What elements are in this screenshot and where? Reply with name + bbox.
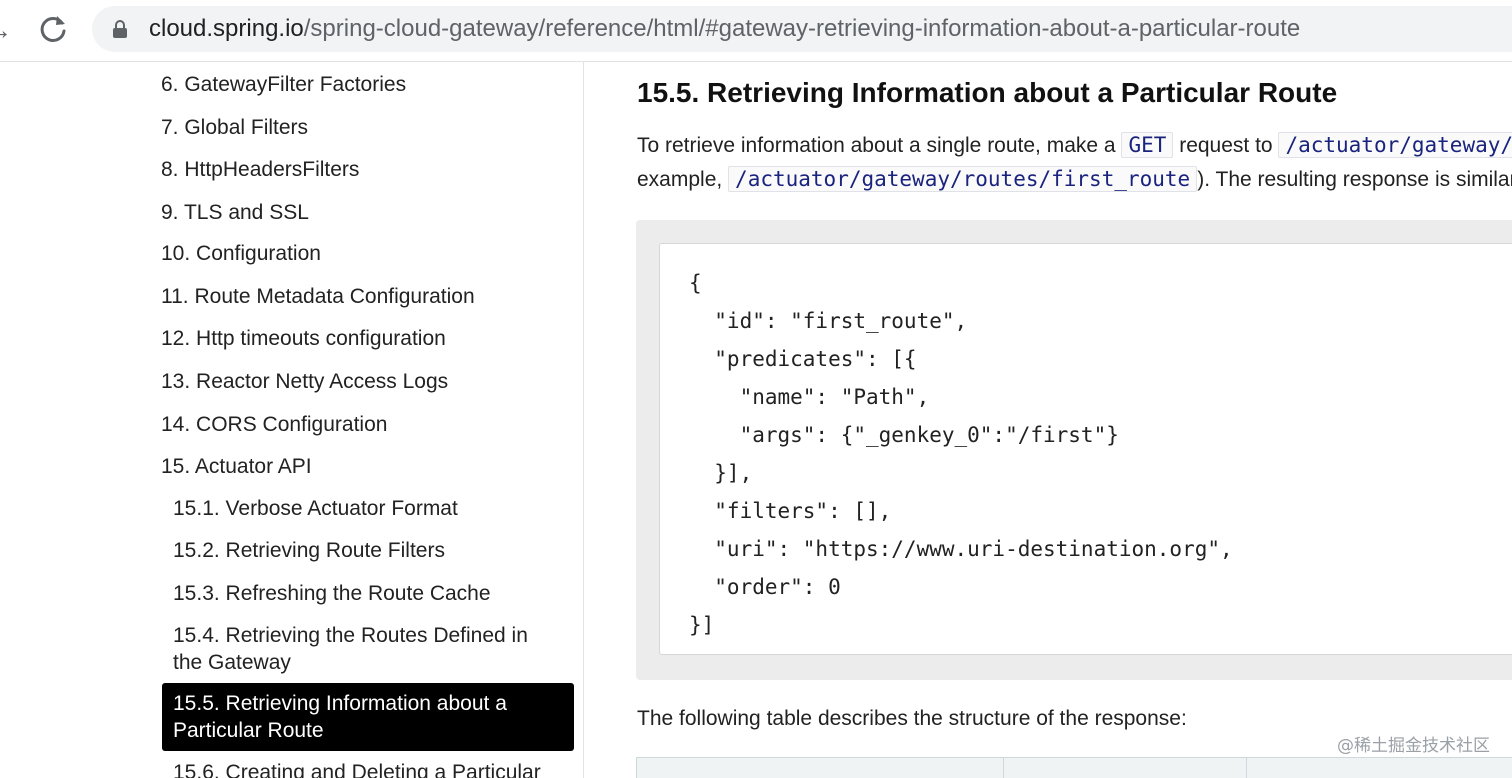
url-path: /spring-cloud-gateway/reference/html/#ga… xyxy=(303,15,1301,42)
table-column-divider xyxy=(1003,758,1004,778)
code-route-path: /actuator/gateway/routes/{id} xyxy=(1278,132,1512,158)
back-arrow-icon[interactable]: → xyxy=(0,14,12,46)
url-text[interactable]: cloud.spring.io/spring-cloud-gateway/ref… xyxy=(149,15,1300,43)
toc-subitem-particular-route-active[interactable]: 15.5. Retrieving Information about a Par… xyxy=(162,683,574,751)
paragraph-intro: To retrieve information about a single r… xyxy=(637,131,1512,160)
toc-item-route-metadata[interactable]: 11. Route Metadata Configuration xyxy=(161,285,475,308)
example-text: example, xyxy=(637,168,729,191)
code-get: GET xyxy=(1121,132,1174,158)
toc-item-cors-configuration[interactable]: 14. CORS Configuration xyxy=(161,413,388,436)
toc-item-tls-ssl[interactable]: 9. TLS and SSL xyxy=(161,201,309,224)
watermark: @稀土掘金技术社区 xyxy=(1337,736,1490,756)
url-host: cloud.spring.io xyxy=(149,15,304,42)
toc-subitem-create-delete[interactable]: 15.6. Creating and Deleting a Particular xyxy=(173,761,541,778)
reload-icon[interactable] xyxy=(36,12,70,46)
code-listing-block: { "id": "first_route", "predicates": [{ … xyxy=(636,220,1512,680)
section-heading: 15.5. Retrieving Information about a Par… xyxy=(637,77,1338,108)
code-listing[interactable]: { "id": "first_route", "predicates": [{ … xyxy=(689,271,1233,637)
code-listing-inner: { "id": "first_route", "predicates": [{ … xyxy=(659,243,1512,655)
toc-item-reactor-netty-logs[interactable]: 13. Reactor Netty Access Logs xyxy=(161,370,449,393)
example-text-2: ). The resulting response is similar to … xyxy=(1197,168,1512,191)
table-column-divider xyxy=(1246,758,1247,778)
toc-item-http-timeouts[interactable]: 12. Http timeouts configuration xyxy=(161,327,446,350)
main-content: 15.5. Retrieving Information about a Par… xyxy=(584,62,1512,778)
toc-item-configuration[interactable]: 10. Configuration xyxy=(161,242,321,265)
response-table-header xyxy=(636,757,1512,778)
toc-subitem-verbose-format[interactable]: 15.1. Verbose Actuator Format xyxy=(173,497,458,520)
toc-item-global-filters[interactable]: 7. Global Filters xyxy=(161,116,309,139)
browser-toolbar: → cloud.spring.io/spring-cloud-gateway/r… xyxy=(0,0,1512,62)
intro-text-2: request to xyxy=(1173,134,1279,157)
intro-text: To retrieve information about a single r… xyxy=(637,134,1122,157)
toc-item-httpheadersfilters[interactable]: 8. HttpHeadersFilters xyxy=(161,158,360,181)
lock-icon xyxy=(113,20,127,38)
address-bar[interactable]: cloud.spring.io/spring-cloud-gateway/ref… xyxy=(92,6,1512,52)
toc-subitem-routes-defined[interactable]: 15.4. Retrieving the Routes Defined in t… xyxy=(173,624,528,674)
toc-subitem-route-filters[interactable]: 15.2. Retrieving Route Filters xyxy=(173,539,445,562)
toc-item-actuator-api[interactable]: 15. Actuator API xyxy=(161,455,312,478)
paragraph-table-intro: The following table describes the struct… xyxy=(637,707,1187,730)
code-first-route: /actuator/gateway/routes/first_route xyxy=(728,166,1198,192)
toc-sidebar: 6. GatewayFilter Factories 7. Global Fil… xyxy=(0,62,584,778)
toc-subitem-refresh-cache[interactable]: 15.3. Refreshing the Route Cache xyxy=(173,582,491,605)
paragraph-example: example, /actuator/gateway/routes/first_… xyxy=(637,165,1512,194)
toc-item-gatewayfilter-factories[interactable]: 6. GatewayFilter Factories xyxy=(161,73,407,96)
